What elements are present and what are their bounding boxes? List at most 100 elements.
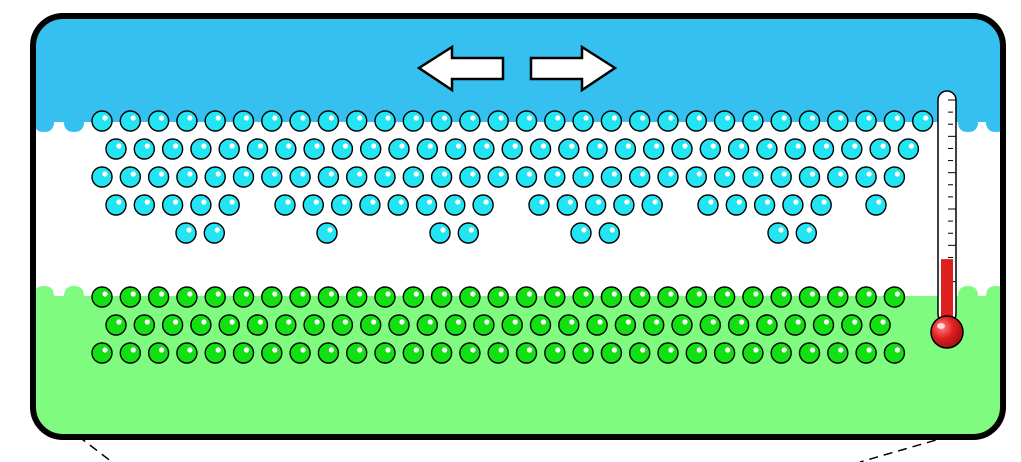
- top-atom: [175, 222, 197, 244]
- top-atom: [302, 194, 324, 216]
- top-atom: [600, 110, 623, 132]
- bottom-atom: [629, 342, 651, 364]
- bottom-atom: [459, 342, 481, 364]
- top-atom: [515, 166, 538, 188]
- bottom-atoms: [91, 286, 906, 364]
- bottom-atom: [487, 286, 509, 308]
- top-atom: [275, 138, 297, 160]
- bottom-atom: [147, 286, 170, 308]
- top-atom: [883, 166, 906, 188]
- frame: [30, 13, 1006, 440]
- top-atoms: [91, 110, 934, 244]
- top-atom: [529, 138, 552, 160]
- top-atom: [558, 138, 580, 160]
- top-atom: [600, 166, 623, 188]
- bottom-atom: [275, 314, 297, 336]
- bottom-atom: [529, 314, 552, 336]
- top-atom: [784, 138, 806, 160]
- top-atom: [798, 166, 821, 188]
- callout-lines: [77, 435, 951, 462]
- bottom-atom: [855, 286, 877, 308]
- top-atom: [685, 110, 707, 132]
- top-atom: [586, 138, 608, 160]
- top-atom: [204, 110, 226, 132]
- top-atom: [643, 138, 665, 160]
- top-atom: [727, 138, 750, 160]
- top-atom: [544, 166, 566, 188]
- top-atom: [572, 110, 594, 132]
- top-atom: [429, 222, 451, 244]
- top-atom: [570, 222, 592, 244]
- bottom-atom: [515, 286, 538, 308]
- bottom-atom: [360, 314, 382, 336]
- bottom-atom: [374, 342, 396, 364]
- bottom-atom: [261, 342, 283, 364]
- bottom-atom: [784, 314, 806, 336]
- top-atom: [105, 138, 127, 160]
- top-atom: [444, 138, 467, 160]
- top-atom: [572, 166, 594, 188]
- top-atom: [473, 138, 495, 160]
- top-atom: [402, 110, 424, 132]
- top-atom: [176, 166, 198, 188]
- bottom-atom: [614, 314, 637, 336]
- top-atom: [487, 166, 509, 188]
- top-atom: [459, 110, 481, 132]
- top-atom: [657, 110, 679, 132]
- top-atom: [671, 138, 693, 160]
- bottom-atom: [713, 286, 736, 308]
- bottom-atom: [105, 314, 127, 336]
- top-atom: [331, 138, 354, 160]
- top-atom: [725, 194, 747, 216]
- top-atom: [232, 166, 255, 188]
- bottom-atom: [572, 342, 594, 364]
- top-atom: [614, 138, 637, 160]
- top-atom: [133, 138, 156, 160]
- bottom-atom: [600, 286, 623, 308]
- top-atom: [487, 110, 509, 132]
- callout-line-left: [77, 435, 113, 462]
- thermometer-bulb-shine: [937, 323, 945, 329]
- bottom-atom: [558, 314, 580, 336]
- top-atom: [713, 110, 736, 132]
- top-atom: [402, 166, 424, 188]
- bottom-atom: [685, 286, 707, 308]
- top-atom: [782, 194, 804, 216]
- bottom-atom: [473, 314, 495, 336]
- bottom-atom: [671, 314, 693, 336]
- bottom-atom: [218, 314, 240, 336]
- top-atom: [374, 166, 396, 188]
- bottom-atom: [289, 342, 311, 364]
- top-atom: [742, 110, 764, 132]
- bottom-atom: [883, 342, 906, 364]
- top-atom: [176, 110, 198, 132]
- bottom-atom: [699, 314, 721, 336]
- bottom-atom: [713, 342, 736, 364]
- bottom-atom: [855, 342, 877, 364]
- top-atom: [544, 110, 566, 132]
- top-atom: [246, 138, 269, 160]
- top-atom: [641, 194, 663, 216]
- top-atom: [883, 110, 906, 132]
- bottom-atom: [204, 342, 226, 364]
- bottom-atom: [883, 286, 906, 308]
- top-atom: [232, 110, 255, 132]
- bottom-atom: [91, 342, 113, 364]
- top-atom: [274, 194, 296, 216]
- top-atom: [855, 110, 877, 132]
- top-atom: [133, 194, 156, 216]
- bottom-atom: [572, 286, 594, 308]
- bottom-atom: [657, 286, 679, 308]
- top-atom: [416, 138, 438, 160]
- bottom-atom: [827, 286, 849, 308]
- top-atom: [770, 166, 792, 188]
- top-atom: [528, 194, 550, 216]
- bottom-atom: [119, 342, 142, 364]
- thermometer-bulb: [930, 315, 964, 349]
- bottom-atom: [841, 314, 863, 336]
- top-atom: [430, 110, 453, 132]
- top-atom: [767, 222, 789, 244]
- bottom-atom: [176, 342, 198, 364]
- top-atom: [584, 194, 607, 216]
